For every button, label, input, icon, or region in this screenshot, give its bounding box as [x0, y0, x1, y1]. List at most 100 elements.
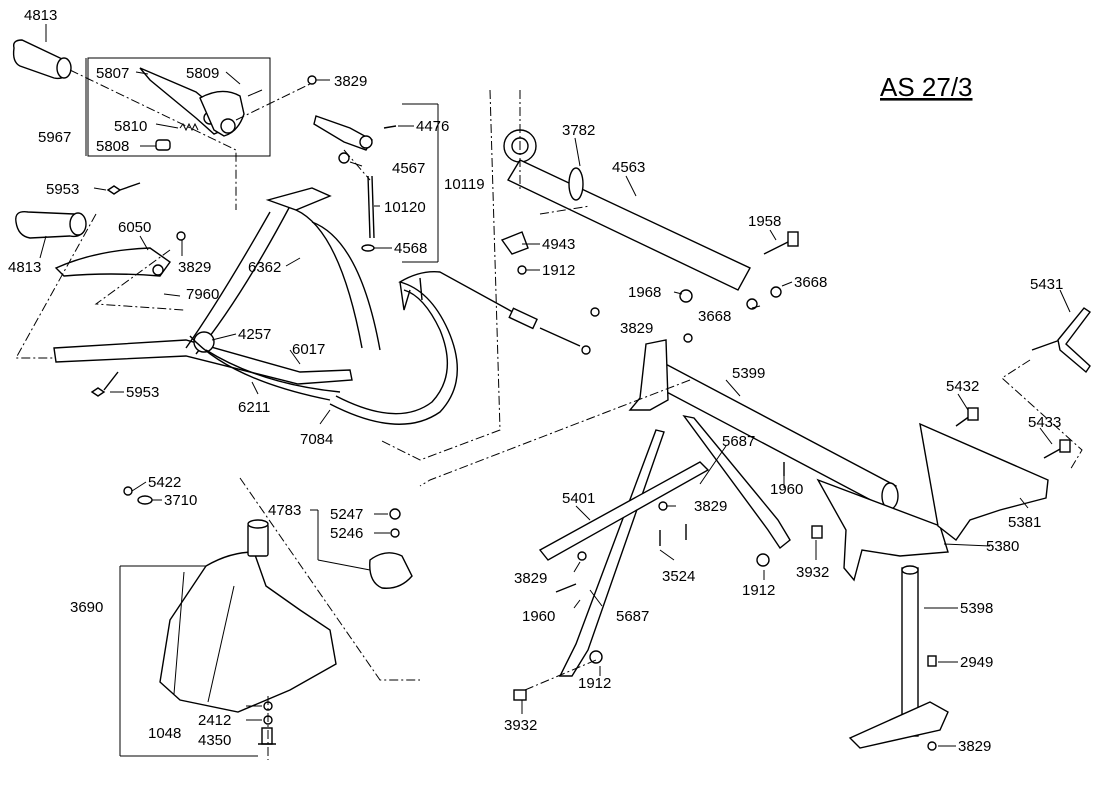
- callout-5380: 5380: [986, 538, 1019, 555]
- callout-1912-right: 1912: [742, 582, 775, 599]
- callout-5431: 5431: [1030, 276, 1063, 293]
- callout-6362: 6362: [248, 259, 281, 276]
- nut-3829-frame-b: [683, 333, 693, 343]
- callout-3829-top: 3829: [334, 73, 367, 90]
- bolt-1958: [763, 231, 799, 255]
- callout-1960-leg: 1960: [522, 608, 555, 625]
- callout-2949: 2949: [960, 654, 993, 671]
- callout-10120: 10120: [384, 199, 426, 216]
- cable-6211: [189, 335, 341, 401]
- callout-3524: 3524: [662, 568, 695, 585]
- crossbar-5401: [538, 461, 710, 561]
- nut-3829-lever: [176, 231, 186, 241]
- nut-1912-top: [517, 265, 527, 275]
- bolt-5433: [1043, 439, 1071, 459]
- nut-3829-stand: [927, 741, 937, 751]
- callout-7960: 7960: [186, 286, 219, 303]
- callout-4257: 4257: [238, 326, 271, 343]
- nut-3829-cross: [658, 501, 668, 511]
- callout-5809: 5809: [186, 65, 219, 82]
- callout-5422: 5422: [148, 474, 181, 491]
- screw-5953-top: [106, 182, 141, 195]
- callout-5246: 5246: [330, 525, 363, 542]
- callout-5967: 5967: [38, 129, 71, 146]
- callout-3782: 3782: [562, 122, 595, 139]
- drain-fitting-1048: [258, 727, 276, 745]
- callout-5807: 5807: [96, 65, 129, 82]
- callout-3668-left: 3668: [698, 308, 731, 325]
- callout-1960-right: 1960: [770, 481, 803, 498]
- grip-4813-lower: [15, 211, 87, 239]
- callout-labels: 4813 5807 5809 3829 5967 5810 5808 5953 …: [8, 7, 1063, 755]
- callout-5381: 5381: [1008, 514, 1041, 531]
- callout-4563: 4563: [612, 159, 645, 176]
- stand-5398: [848, 565, 949, 749]
- handlebar-6017: [53, 187, 381, 385]
- callout-1958: 1958: [748, 213, 781, 230]
- nut-1968: [679, 289, 693, 303]
- clamp-bracket: [628, 339, 669, 411]
- callout-5401: 5401: [562, 490, 595, 507]
- throttle-housing-5809: [199, 89, 263, 137]
- callout-4476: 4476: [416, 118, 449, 135]
- callout-2412: 2412: [198, 712, 231, 729]
- callout-4350: 4350: [198, 732, 231, 749]
- nut-3829-leg: [577, 551, 587, 561]
- callout-3668-right: 3668: [794, 274, 827, 291]
- callout-5953-lower: 5953: [126, 384, 159, 401]
- callout-5687-bottom: 5687: [616, 608, 649, 625]
- callout-5808: 5808: [96, 138, 129, 155]
- group-box-5967: [87, 57, 271, 157]
- callout-3829-leg: 3829: [514, 570, 547, 587]
- callout-10119: 10119: [444, 176, 485, 193]
- nut-3829-top: [307, 75, 317, 85]
- plate-5381: [919, 422, 1049, 542]
- callout-3829-cross: 3829: [694, 498, 727, 515]
- callout-4568: 4568: [394, 240, 427, 257]
- trigger-4476: [313, 115, 397, 151]
- screw-5422: [123, 486, 133, 496]
- screw-5953-lower: [90, 371, 119, 397]
- callout-3829-stand: 3829: [958, 738, 991, 755]
- callout-5398: 5398: [960, 600, 993, 617]
- shaft-tube-4563: [507, 159, 751, 291]
- fuel-tank-3690: [159, 551, 337, 713]
- filler-neck: [247, 519, 269, 557]
- callout-5687-top: 5687: [722, 433, 755, 450]
- tee-handle-5431: [1031, 307, 1092, 374]
- callout-3932-right: 3932: [796, 564, 829, 581]
- bushing-5808: [155, 139, 171, 151]
- washer-3710: [137, 495, 153, 505]
- callout-4783: 4783: [268, 502, 301, 519]
- tank-cap-4783: [369, 552, 413, 589]
- callout-3690: 3690: [70, 599, 103, 616]
- nut-1912-bottom: [589, 650, 603, 664]
- rod-10120: [367, 175, 375, 239]
- bolt-5432: [955, 407, 979, 427]
- nut-3829-frame-a: [590, 307, 600, 317]
- assembly-centerlines: [15, 69, 1083, 760]
- callout-5953-top: 5953: [46, 181, 79, 198]
- callout-4813-top: 4813: [24, 7, 57, 24]
- callout-6050: 6050: [118, 219, 151, 236]
- nut-1912-right: [756, 553, 770, 567]
- clip-4567: [338, 152, 350, 164]
- brake-lever-6050: [54, 247, 171, 277]
- plate-5380: [816, 478, 949, 582]
- gasket-5247: [389, 508, 401, 520]
- washer-5246: [390, 528, 400, 538]
- callout-5399: 5399: [732, 365, 765, 382]
- grip-4813-top: [12, 39, 72, 80]
- callout-7084: 7084: [300, 431, 333, 448]
- callout-6017: 6017: [292, 341, 325, 358]
- callout-3829-frame: 3829: [620, 320, 653, 337]
- cable-end-fittings: [508, 307, 591, 355]
- callout-4567: 4567: [392, 160, 425, 177]
- callout-1912-top: 1912: [542, 262, 575, 279]
- callout-5432: 5432: [946, 378, 979, 395]
- callout-1968: 1968: [628, 284, 661, 301]
- callout-1048: 1048: [148, 725, 181, 742]
- callout-3932-bottom: 3932: [504, 717, 537, 734]
